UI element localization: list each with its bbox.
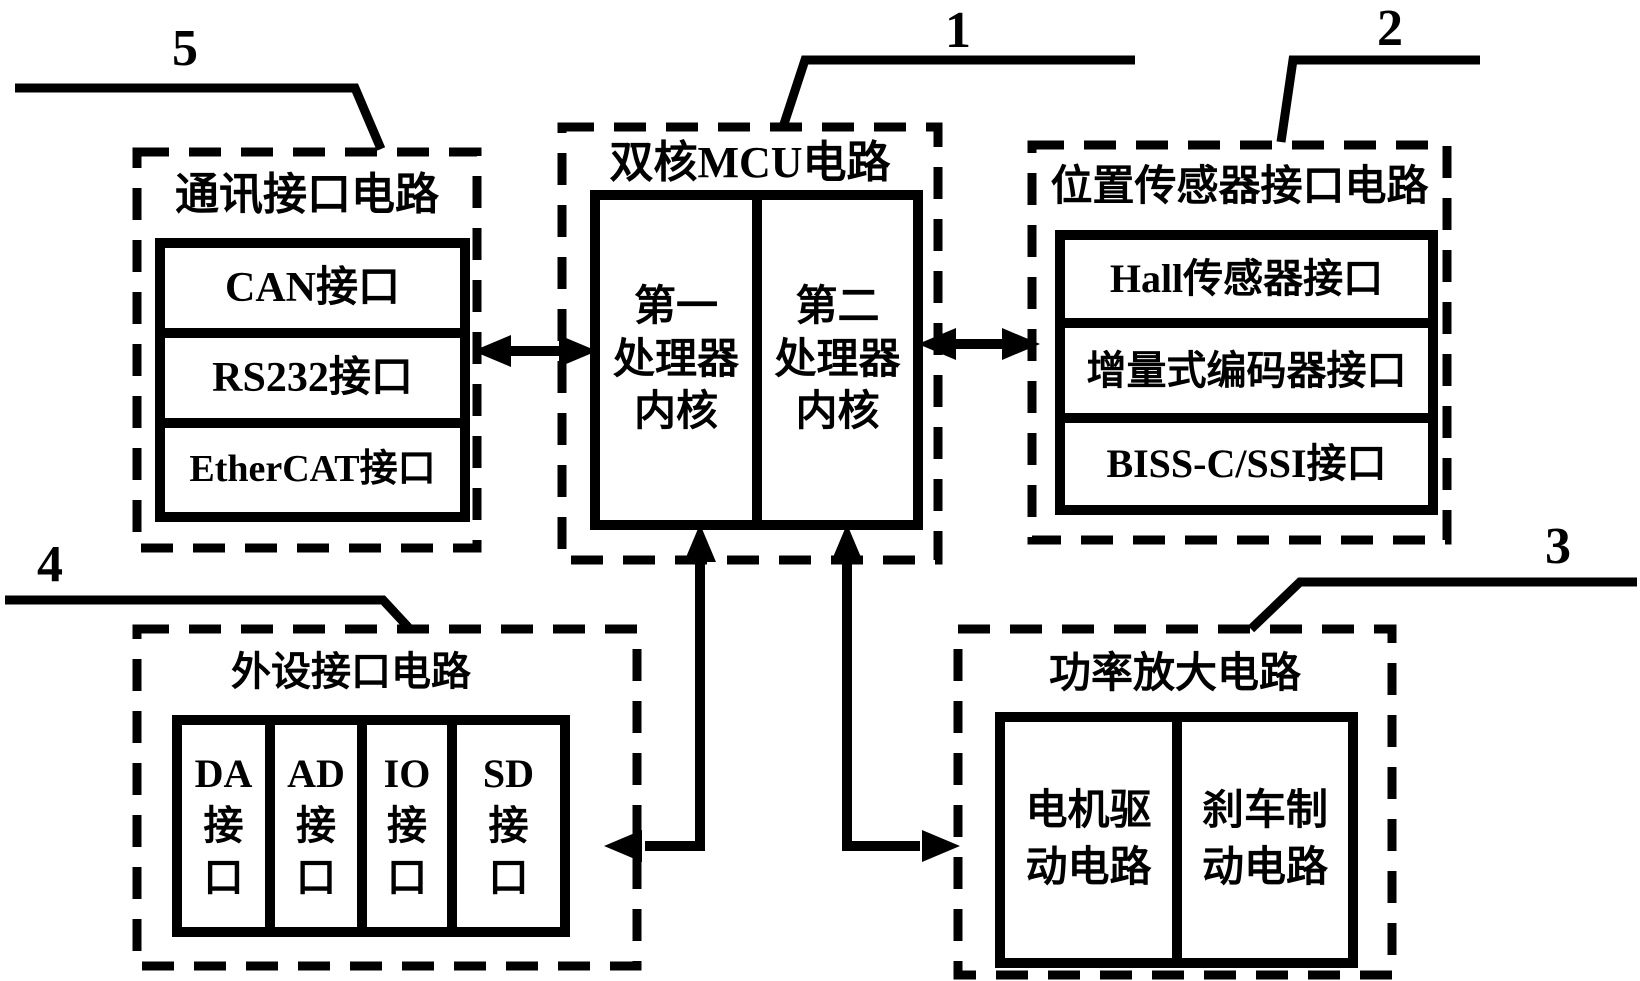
sensor-inner-box — [1055, 230, 1438, 515]
mcu-core-1-line: 第一 — [633, 284, 718, 331]
leader-line-5 — [15, 83, 386, 151]
periph-col-io-line: 接 — [387, 803, 427, 848]
mcu-core-1: 第一 处理器 内核 — [595, 195, 757, 525]
periph-col-da-line: 接 — [203, 803, 244, 848]
arrowhead-right-icon — [559, 335, 597, 367]
arrowhead-left-icon — [473, 335, 511, 367]
power-cell-motor-line: 动电路 — [1025, 845, 1152, 891]
leader-line-1 — [778, 55, 1135, 129]
comm-inner-box — [155, 238, 470, 522]
sensor-row-biss: BISS-C/SSI接口 — [1106, 441, 1387, 486]
ref-label-power: 3 — [1545, 517, 1571, 575]
periph-col-io-line: IO — [383, 751, 431, 796]
power-cell-brake-line: 动电路 — [1201, 845, 1328, 891]
ref-label-sensor: 2 — [1377, 0, 1403, 57]
sensor-box-title: 位置传感器接口电路 — [1050, 163, 1429, 210]
periph-col-ad: AD 接 口 — [270, 720, 362, 932]
periph-col-da-line: DA — [194, 751, 253, 796]
mcu-core-2-line: 处理器 — [774, 336, 901, 383]
comm-row-rs232: RS232接口 — [212, 354, 413, 401]
periph-col-ad-line: 口 — [296, 855, 336, 900]
ref-label-comm: 5 — [172, 19, 198, 77]
mcu-core-1-line: 内核 — [633, 389, 718, 436]
periph-col-sd-line: 口 — [488, 855, 529, 900]
connector-mcu-power — [831, 524, 960, 862]
ref-label-periph: 4 — [37, 535, 63, 593]
periph-box-title: 外设接口电路 — [231, 649, 471, 694]
periph-col-io: IO 接 口 — [362, 720, 452, 932]
mcu-box-title: 双核MCU电路 — [609, 137, 891, 187]
power-box-outline — [953, 624, 1397, 980]
arrowhead-up-icon — [684, 524, 716, 562]
periph-col-sd-line: SD — [482, 751, 535, 796]
arrowhead-up-icon — [831, 524, 863, 562]
mcu-core-1-line: 处理器 — [612, 336, 739, 383]
mcu-core-2-line: 内核 — [795, 389, 880, 436]
bidirectional-arrow-mcu-sensor — [918, 328, 1040, 360]
periph-col-sd: SD 接 口 — [452, 720, 565, 932]
mcu-core-2: 第二 处理器 内核 — [757, 195, 918, 525]
connector-mcu-periph — [604, 524, 716, 862]
periph-col-io-line: 口 — [387, 855, 427, 900]
sensor-row-encoder: 增量式编码器接口 — [1086, 347, 1407, 393]
periph-col-sd-line: 接 — [488, 803, 529, 848]
comm-row-can: CAN接口 — [225, 264, 400, 311]
arrowhead-left-icon — [604, 830, 642, 862]
periph-inner-box — [172, 715, 570, 937]
leader-line-3 — [1247, 577, 1637, 633]
power-cell-motor: 电机驱 动电路 — [1000, 717, 1177, 963]
ref-label-mcu: 1 — [945, 1, 971, 59]
power-cell-brake-line: 刹车制 — [1201, 788, 1328, 835]
periph-col-da: DA 接 口 — [177, 720, 270, 932]
mcu-core-2-line: 第二 — [795, 284, 880, 331]
leader-line-4 — [5, 595, 413, 632]
sensor-row-hall: Hall传感器接口 — [1109, 256, 1384, 301]
power-cell-motor-line: 电机驱 — [1025, 788, 1152, 835]
power-cell-brake: 刹车制 动电路 — [1177, 717, 1353, 963]
arrowhead-right-icon — [922, 830, 960, 862]
bidirectional-arrow-comm-mcu — [473, 335, 597, 367]
periph-col-ad-line: 接 — [296, 803, 336, 848]
comm-box-title: 通讯接口电路 — [175, 169, 439, 219]
arrowhead-right-icon — [1002, 328, 1040, 360]
periph-col-ad-line: AD — [287, 751, 345, 796]
leader-line-2 — [1276, 55, 1480, 143]
comm-row-ethercat: EtherCAT接口 — [189, 448, 436, 491]
periph-col-da-line: 口 — [203, 855, 244, 900]
power-box-title: 功率放大电路 — [1048, 650, 1301, 697]
arrowhead-left-icon — [918, 328, 956, 360]
